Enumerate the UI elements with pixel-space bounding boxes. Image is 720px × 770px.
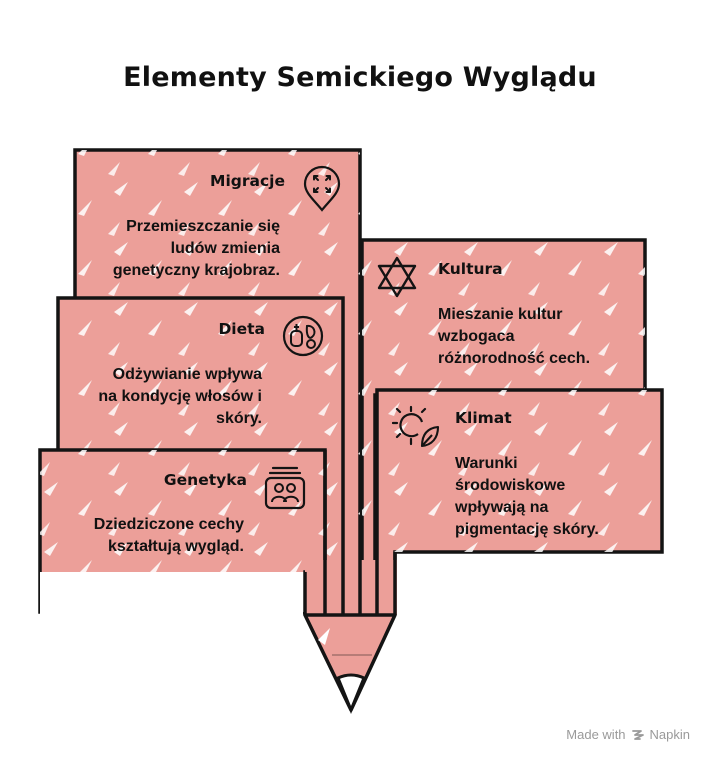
card-kultura-line: wzbogaca xyxy=(438,328,515,345)
pencil-tip xyxy=(303,613,397,714)
card-kultura-text: Mieszanie kultur wzbogaca różnorodność c… xyxy=(438,304,638,370)
star-of-david-icon xyxy=(377,256,417,298)
family-photo-icon xyxy=(264,466,306,510)
card-migracje-line: ludów zmienia xyxy=(170,240,280,257)
made-with-label: Made with xyxy=(566,727,626,742)
card-klimat-text: Warunki środowiskowe wpływają na pigment… xyxy=(455,453,655,541)
card-migracje-title: Migracje xyxy=(210,172,285,190)
card-klimat-title: Klimat xyxy=(455,409,512,427)
map-pin-arrows-icon xyxy=(303,165,341,212)
card-kultura-line: różnorodność cech. xyxy=(438,350,591,367)
card-klimat-line: wpływają na xyxy=(455,499,549,516)
card-klimat-line: środowiskowe xyxy=(455,477,566,494)
napkin-logo-icon xyxy=(631,729,644,740)
card-klimat-line: pigmentację skóry. xyxy=(455,521,599,538)
card-genetyka-text: Dziedziczone cechy kształtują wygląd. xyxy=(46,514,244,558)
card-genetyka-line: kształtują wygląd. xyxy=(107,538,244,555)
card-dieta-line: Odżywianie wpływa xyxy=(112,366,262,383)
card-migracje-text: Przemieszczanie się ludów zmienia genety… xyxy=(60,216,280,282)
page-title: Elementy Semickiego Wyglądu xyxy=(123,62,597,93)
card-kultura-line: Mieszanie kultur xyxy=(438,306,563,323)
napkin-brand-label: Napkin xyxy=(649,727,690,742)
card-dieta-line: skóry. xyxy=(216,410,262,427)
card-migracje-line: genetyczny krajobraz. xyxy=(112,262,280,279)
card-dieta-title: Dieta xyxy=(218,320,265,338)
card-genetyka-line: Dziedziczone cechy xyxy=(93,516,244,533)
card-genetyka-title: Genetyka xyxy=(163,471,247,489)
made-with-napkin-badge[interactable]: Made with Napkin xyxy=(566,727,690,742)
card-klimat-line: Warunki xyxy=(455,455,518,472)
card-kultura-title: Kultura xyxy=(438,260,503,278)
pencil-body xyxy=(303,450,397,615)
food-plate-icon xyxy=(282,315,324,357)
sun-leaf-icon xyxy=(392,405,440,448)
card-dieta-line: na kondycję włosów i xyxy=(98,388,262,405)
card-migracje-line: Przemieszczanie się xyxy=(126,218,280,235)
card-dieta-text: Odżywianie wpływa na kondycję włosów i s… xyxy=(62,364,262,430)
